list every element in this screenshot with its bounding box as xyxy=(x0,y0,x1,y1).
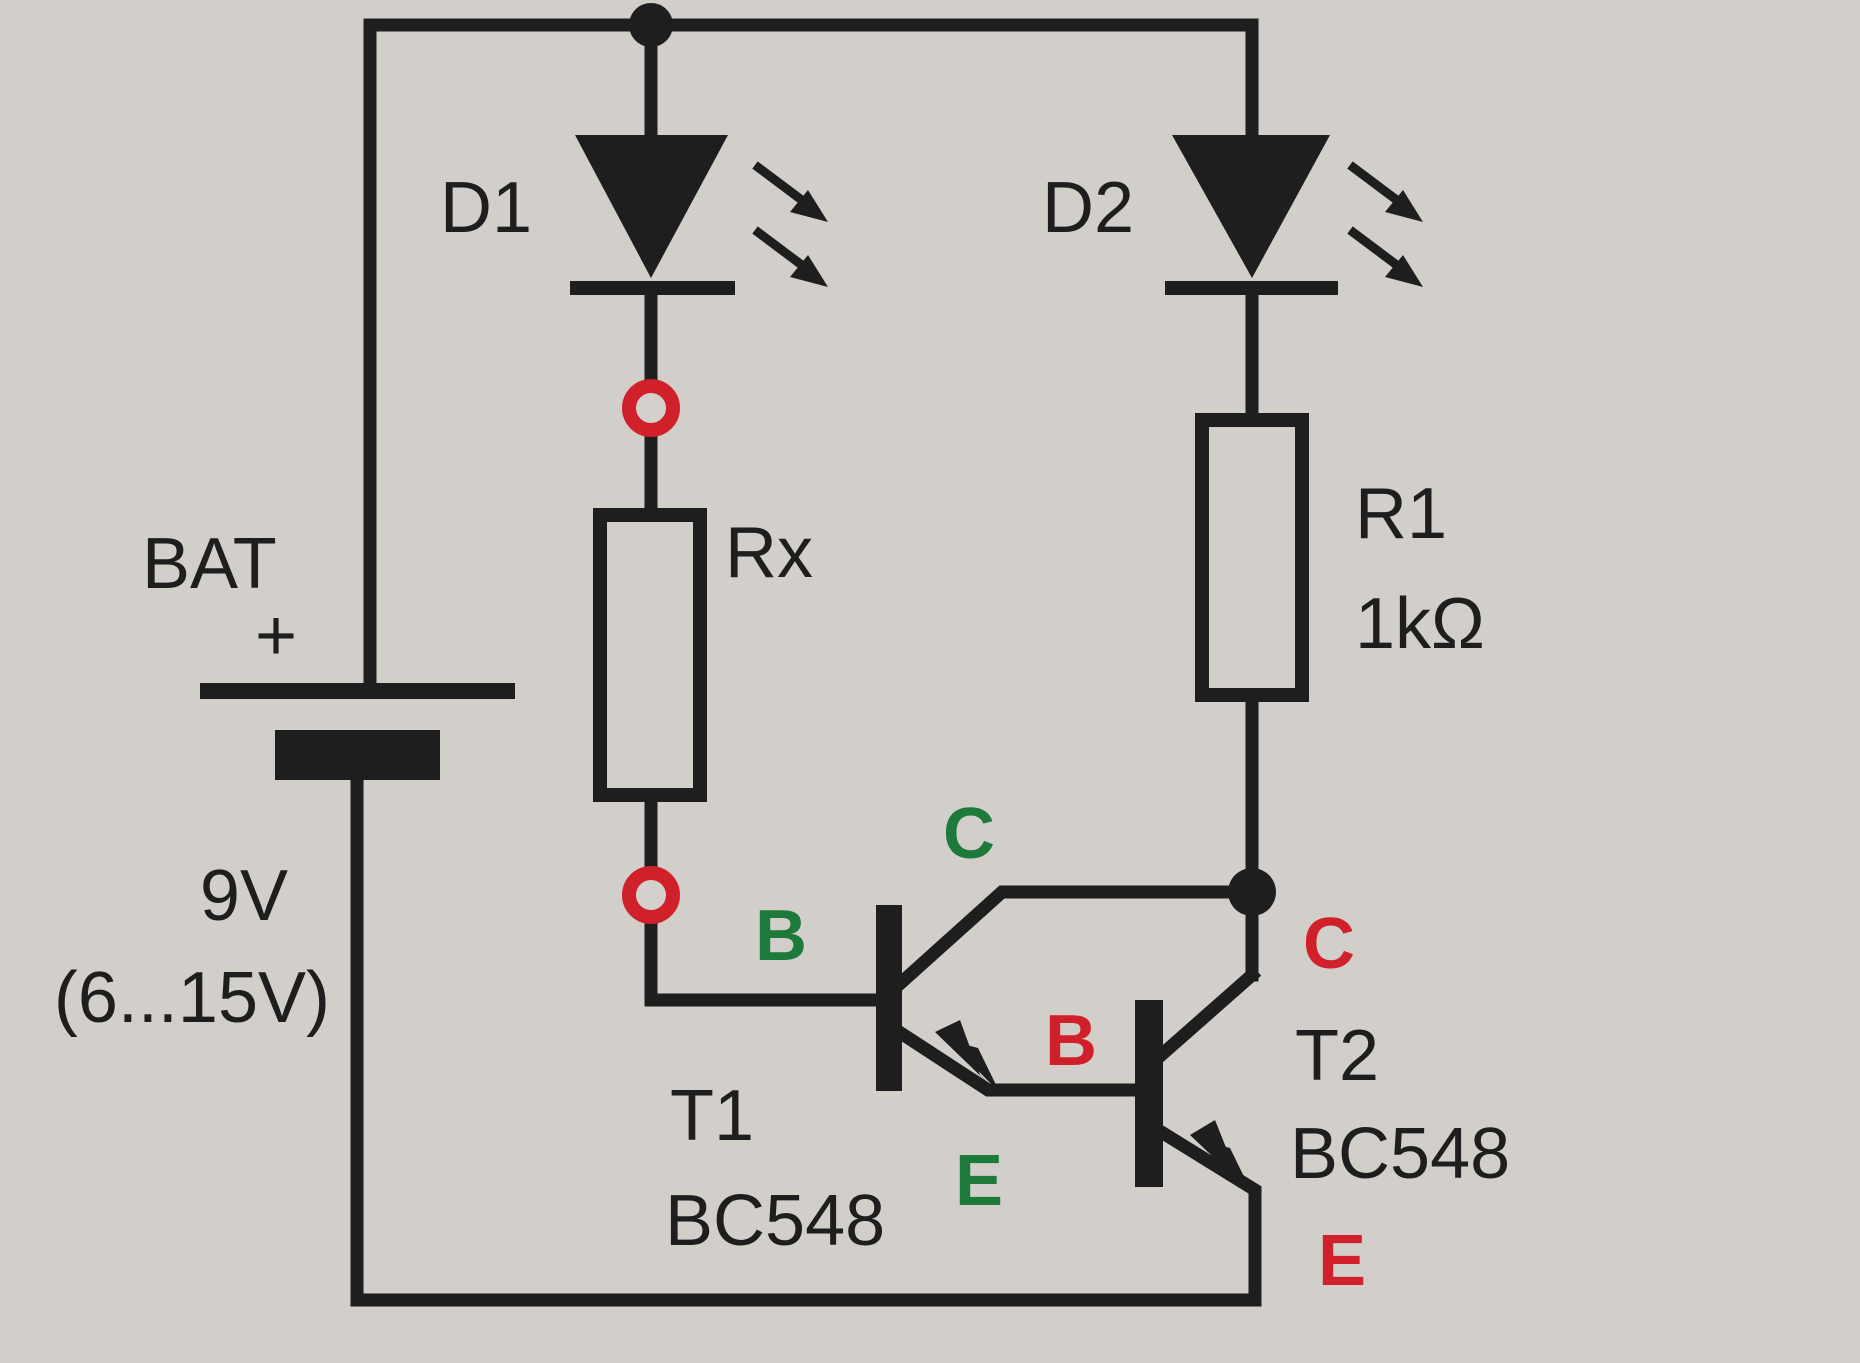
t1-transistor-symbol xyxy=(876,905,1000,1093)
battery-name-label: BAT xyxy=(142,524,277,604)
d2-label: D2 xyxy=(1042,168,1134,248)
rx-top-terminal-icon xyxy=(622,379,680,437)
d2-led-symbol xyxy=(1165,135,1423,295)
t1-base-pin-label: B xyxy=(755,896,807,976)
battery-symbol xyxy=(200,683,515,780)
t2-base-pin-label: B xyxy=(1045,1001,1097,1081)
t2-base-bar xyxy=(1135,1000,1163,1187)
t1-collector-pin-label: C xyxy=(943,794,995,874)
r1-name-label: R1 xyxy=(1355,474,1447,554)
battery-range-label: (6...15V) xyxy=(54,958,330,1038)
t1-part-label: BC548 xyxy=(665,1181,885,1261)
d2-light-arrows-icon xyxy=(1347,161,1423,287)
r1-resistor-symbol xyxy=(1195,413,1309,702)
t2-name-label: T2 xyxy=(1295,1016,1379,1096)
battery-plus-label: + xyxy=(255,596,297,676)
battery-voltage-label: 9V xyxy=(200,856,288,936)
t1-emitter-pin-label: E xyxy=(955,1141,1003,1221)
rx-bottom-terminal-icon xyxy=(622,866,680,924)
t2-collector-wire xyxy=(1140,965,1262,1075)
battery-short-plate xyxy=(275,730,440,780)
r1-value-label: 1kΩ xyxy=(1355,584,1485,664)
top-junction-dot xyxy=(629,3,673,47)
t2-transistor-symbol xyxy=(1135,1000,1252,1193)
wires xyxy=(350,18,1262,1307)
rx-label: Rx xyxy=(725,513,813,593)
t1-collector-wire xyxy=(883,885,1259,1000)
d1-led-symbol xyxy=(570,135,828,295)
t1-base-wire xyxy=(644,915,892,1007)
battery-long-plate xyxy=(200,683,515,699)
d2-diode-triangle xyxy=(1172,135,1330,278)
t2-collector-pin-label: C xyxy=(1303,904,1355,984)
t1-name-label: T1 xyxy=(670,1076,754,1156)
d1-diode-triangle xyxy=(575,135,728,278)
rx-resistor-symbol xyxy=(593,508,707,802)
t2-emitter-pin-label: E xyxy=(1318,1221,1366,1301)
t2-emitter-wire xyxy=(1141,1116,1262,1307)
t2-part-label: BC548 xyxy=(1290,1114,1510,1194)
collector-junction-dot xyxy=(1228,868,1276,916)
t1-base-bar xyxy=(876,905,902,1091)
d1-label: D1 xyxy=(440,168,532,248)
d1-light-arrows-icon xyxy=(752,161,828,287)
t1-emitter-wire xyxy=(884,1019,1147,1097)
